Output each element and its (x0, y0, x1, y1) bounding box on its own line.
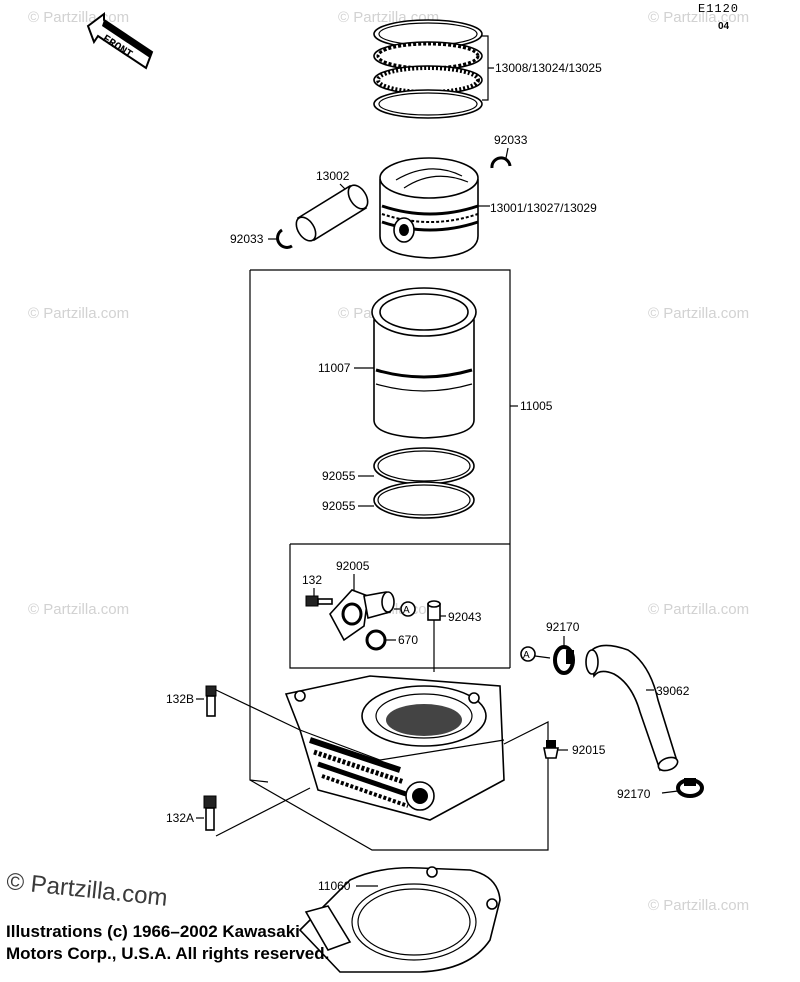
diagram-sub: 04 (718, 21, 730, 32)
diagram-id: E1120 (698, 2, 740, 16)
callout-circlip-top: 92033 (494, 133, 528, 147)
callout-cylinder: 11005 (520, 399, 553, 413)
callout-bolt-132a: 132A (166, 811, 194, 825)
callout-clamp-top: 92170 (546, 620, 580, 634)
watermark: © Partzilla.com (648, 9, 749, 26)
piston-pin (295, 184, 369, 242)
callout-oring-lower: 92055 (322, 499, 356, 513)
callout-plug: 92015 (572, 743, 606, 757)
cylinder-sleeve (371, 287, 477, 439)
copyright-notice: Illustrations (c) 1966–2002 Kawasaki Mot… (6, 921, 329, 965)
oring-upper (373, 447, 475, 485)
callout-hose: 39062 (656, 684, 690, 698)
watermark: © Partzilla.com (28, 305, 129, 322)
ref-marker-a (520, 646, 536, 662)
oring-lower (373, 481, 475, 519)
bolt-132 (305, 595, 333, 607)
copyright-line-1: Illustrations (c) 1966–2002 Kawasaki (6, 922, 300, 941)
copyright-line-2: Motors Corp., U.S.A. All rights reserved… (6, 944, 330, 963)
bolt-132b (205, 685, 217, 717)
hose-clamp-bottom (676, 778, 704, 798)
callout-bolt-132: 132 (302, 573, 322, 587)
callout-oring-upper: 92055 (322, 469, 356, 483)
piston-rings (373, 19, 483, 119)
circlip-left (276, 228, 293, 249)
oring-670 (365, 629, 387, 651)
bolt-132a (203, 795, 217, 831)
ref-marker-a-label: A (523, 650, 530, 661)
callout-bolt-132b: 132B (166, 692, 194, 706)
callout-dowel: 92043 (448, 610, 482, 624)
callout-oring-670: 670 (398, 633, 418, 647)
callout-clamp-bottom: 92170 (617, 787, 651, 801)
cylinder-gasket (298, 866, 501, 973)
ref-marker-a (400, 601, 416, 617)
piston (379, 157, 479, 259)
callout-fitting: 92005 (336, 559, 370, 573)
callout-piston: 13001/13027/13029 (490, 201, 597, 215)
watermark: © Partzilla.com (28, 9, 129, 26)
watermark: © Partzilla.com (648, 601, 749, 618)
water-fitting (329, 589, 395, 642)
callout-gasket: 11060 (318, 879, 351, 893)
ref-marker-a-label: A (403, 605, 410, 616)
cylinder-block (284, 675, 505, 821)
hose-clamp-top (553, 645, 575, 675)
circlip-top (490, 156, 512, 169)
callout-circlip-left: 92033 (230, 232, 264, 246)
watermark: © Partzilla.com (648, 897, 749, 914)
plug (543, 740, 559, 759)
watermark: © Partzilla.com (648, 305, 749, 322)
watermark: © Partzilla.com (28, 601, 129, 618)
callout-sleeve: 11007 (318, 361, 351, 375)
water-hose (585, 644, 679, 772)
callout-piston-pin: 13002 (316, 169, 350, 183)
callout-piston-rings: 13008/13024/13025 (495, 61, 602, 75)
